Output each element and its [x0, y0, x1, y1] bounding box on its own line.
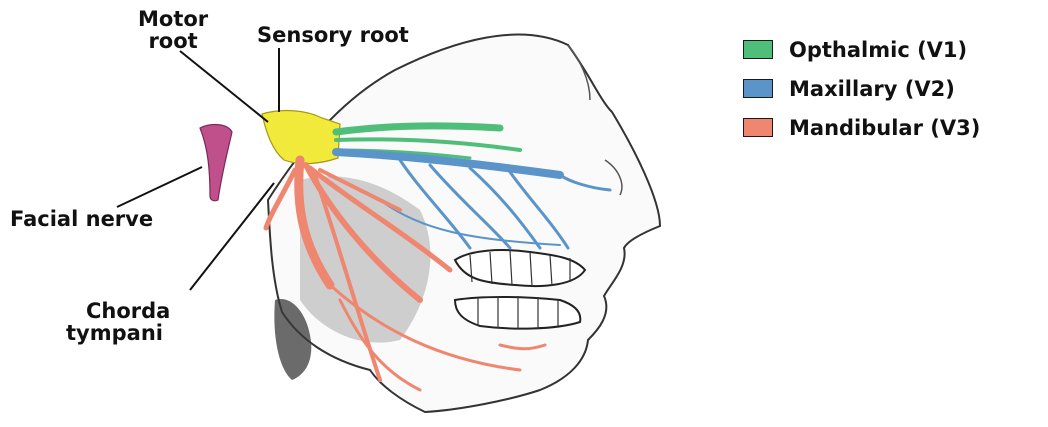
motor-root-label-line2: root [138, 30, 208, 52]
legend-swatch-opthalmic [743, 40, 773, 59]
motor-root-label: Motor root [138, 8, 208, 52]
leader-lines [117, 48, 279, 290]
sensory-root-label: Sensory root [257, 24, 409, 46]
facial-nerve-label: Facial nerve [10, 208, 153, 230]
legend-swatch-mandibular [743, 118, 773, 137]
legend-swatch-maxillary [743, 79, 773, 98]
motor-root-label-line1: Motor [138, 8, 208, 30]
chorda-tympani-label-line2: tympani [66, 322, 170, 344]
facial-nerve-trunk [200, 125, 232, 201]
chorda-tympani-label-line1: Chorda [66, 300, 170, 322]
chorda-tympani-label: Chorda tympani [66, 300, 170, 344]
legend-label-maxillary: Maxillary (V2) [789, 77, 955, 101]
legend-label-mandibular: Mandibular (V3) [789, 116, 980, 140]
legend-label-opthalmic: Opthalmic (V1) [789, 38, 967, 62]
